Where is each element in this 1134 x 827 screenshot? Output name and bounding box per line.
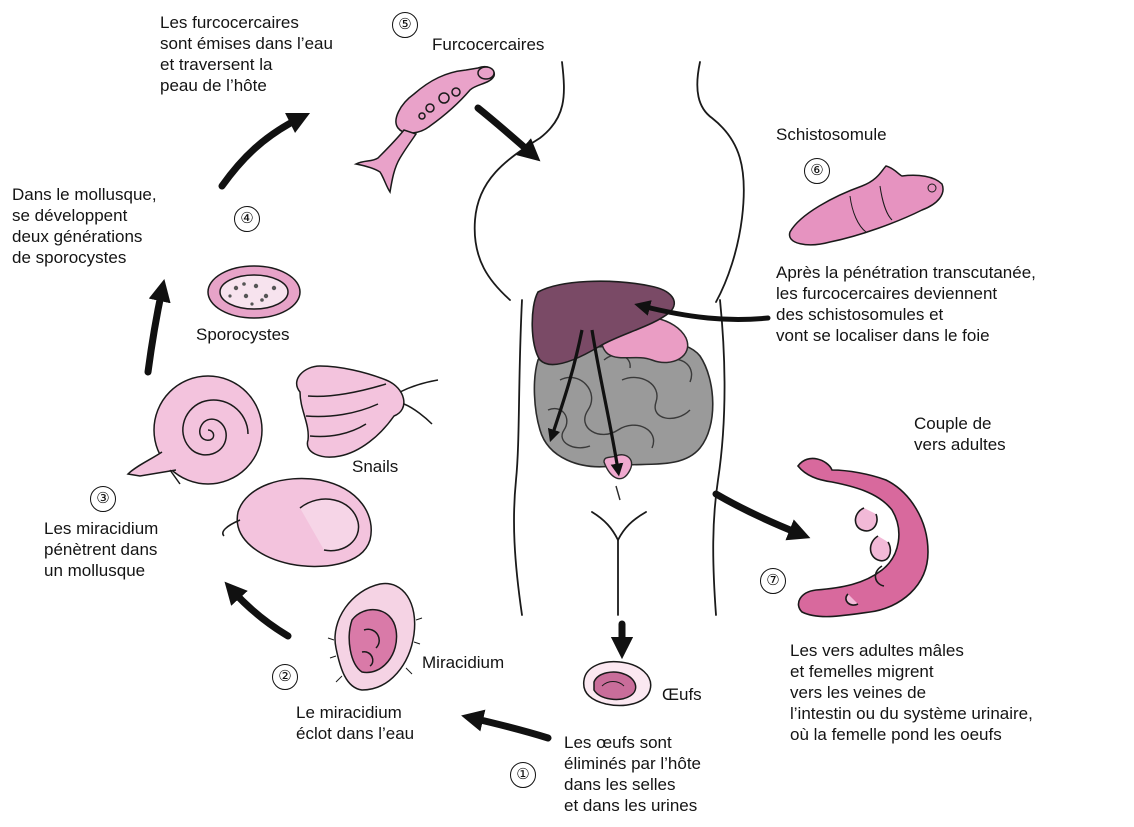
step-text-line: Dans le mollusque, [12, 184, 157, 205]
step-text-line: sont émises dans l’eau [160, 33, 333, 54]
step-text-line: et femelles migrent [790, 661, 1033, 682]
step-text-line: Le miracidium [296, 702, 414, 723]
step-1-text: Les œufs sont éliminés par l’hôte dans l… [564, 732, 701, 816]
step-text-line: se développent [12, 205, 157, 226]
sporocyst-icon [208, 266, 300, 318]
miracidium-icon [328, 584, 422, 690]
step-text-line: éclot dans l’eau [296, 723, 414, 744]
step-number: ⑤ [392, 12, 418, 38]
step-text-line: vont se localiser dans le foie [776, 325, 1036, 346]
step-3-text: Les miracidium pénètrent dans un mollusq… [44, 518, 158, 581]
step-text-line: Les miracidium [44, 518, 158, 539]
schistosomule-label: Schistosomule [776, 124, 887, 145]
adult-worm-pair-icon [798, 458, 928, 616]
miracidium-label: Miracidium [422, 652, 504, 673]
step-text-line: pénètrent dans [44, 539, 158, 560]
snails-label: Snails [352, 456, 398, 477]
step-text-line: Les œufs sont [564, 732, 701, 753]
step-4-text: Dans le mollusque, se développent deux g… [12, 184, 157, 268]
step-5-text: Les furcocercaires sont émises dans l’ea… [160, 12, 333, 96]
step-text-line: deux générations [12, 226, 157, 247]
step-number: ③ [90, 486, 116, 512]
step-number: ① [510, 762, 536, 788]
step-2-text: Le miracidium éclot dans l’eau [296, 702, 414, 744]
step-text-line: vers les veines de [790, 682, 1033, 703]
step-text-line: et traversent la [160, 54, 333, 75]
step-number: ② [272, 664, 298, 690]
furcocercaires-label: Furcocercaires [432, 34, 544, 55]
step-7-text: Les vers adultes mâles et femelles migre… [790, 640, 1033, 745]
couple-title-line: vers adultes [914, 434, 1006, 455]
step-text-line: un mollusque [44, 560, 158, 581]
step-number: ⑥ [804, 158, 830, 184]
couple-title: Couple de vers adultes [914, 413, 1006, 455]
step-text-line: les furcocercaires deviennent [776, 283, 1036, 304]
step-text-line: Après la pénétration transcutanée, [776, 262, 1036, 283]
step-text-line: des schistosomules et [776, 304, 1036, 325]
step-text-line: dans les selles [564, 774, 701, 795]
oeufs-label: Œufs [662, 684, 702, 705]
step-number: ⑦ [760, 568, 786, 594]
step-number: ④ [234, 206, 260, 232]
furcocercaire-icon [356, 67, 494, 192]
step-6-text: Après la pénétration transcutanée, les f… [776, 262, 1036, 346]
couple-title-line: Couple de [914, 413, 1006, 434]
sporocystes-label: Sporocystes [196, 324, 290, 345]
step-text-line: éliminés par l’hôte [564, 753, 701, 774]
step-text-line: Les furcocercaires [160, 12, 333, 33]
step-text-line: l’intestin ou du système urinaire, [790, 703, 1033, 724]
step-text-line: où la femelle pond les oeufs [790, 724, 1033, 745]
egg-icon [584, 662, 651, 706]
step-text-line: peau de l’hôte [160, 75, 333, 96]
step-text-line: de sporocystes [12, 247, 157, 268]
step-text-line: et dans les urines [564, 795, 701, 816]
step-text-line: Les vers adultes mâles [790, 640, 1033, 661]
